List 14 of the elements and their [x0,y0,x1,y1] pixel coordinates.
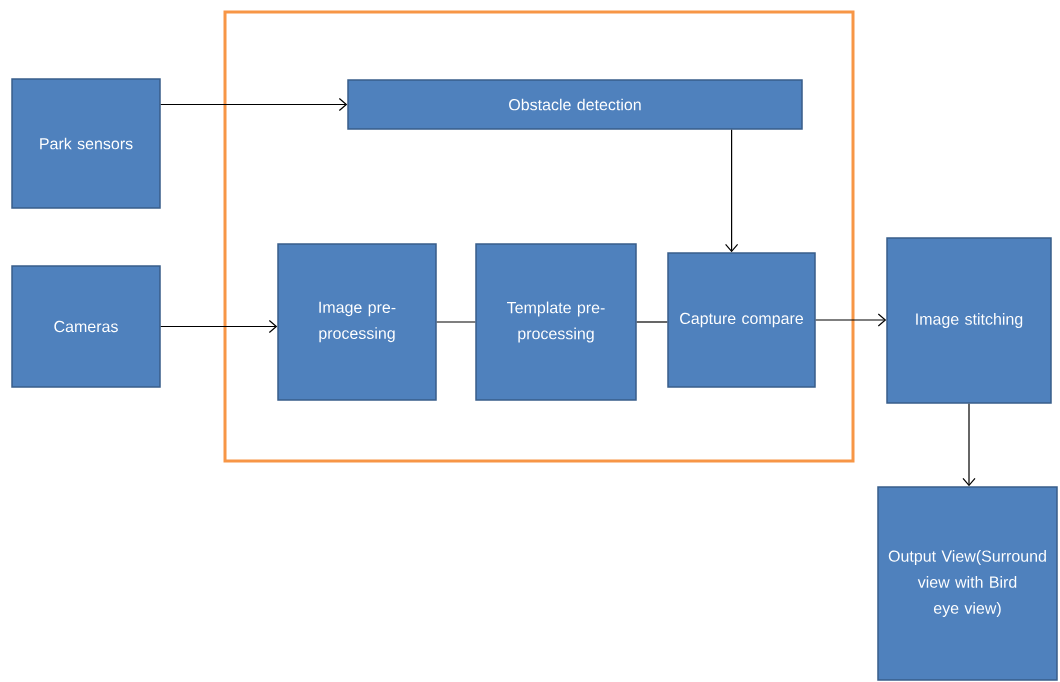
arrow [160,319,278,334]
process-box: Template pre-processing [475,243,637,401]
process-box: Park sensors [11,78,161,209]
process-box: Cameras [11,265,161,388]
frame-box [223,10,855,463]
arrow [962,403,976,487]
process-box: Output View(Surround view with Bird eye view) [877,486,1058,681]
arrow [815,313,887,327]
process-box: Obstacle detection [347,79,803,130]
process-box: Image pre-processing [277,243,437,401]
arrow [160,97,348,112]
process-box: Image stitching [886,237,1052,404]
arrow [725,129,739,253]
process-box: Capture compare [667,252,816,388]
